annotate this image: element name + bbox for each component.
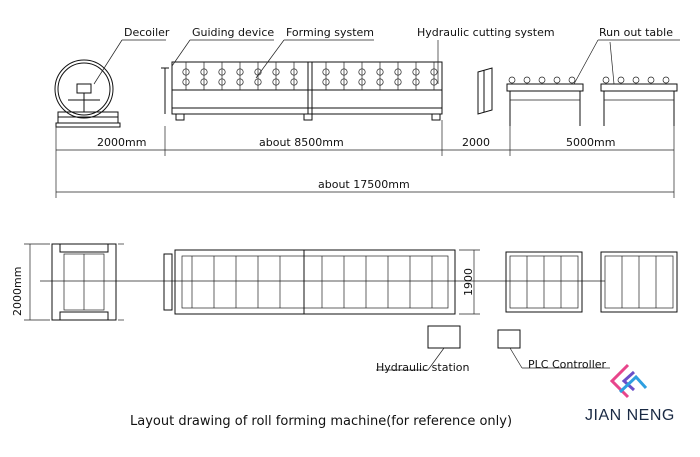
dim-width: 2000mm [11,267,24,316]
table-roller [617,76,625,84]
roller-top [376,68,384,76]
dim-decoiler: 2000mm [97,136,146,149]
brand-name: JIAN NENG [585,407,675,424]
brand-logo-mark [609,363,648,399]
dim-total: about 17500mm [318,178,410,191]
roller-bottom [254,78,262,86]
machine-feet [175,113,441,121]
cutting-system-label: Hydraulic cutting system [417,26,555,39]
table-roller [662,76,670,84]
drawing-caption: Layout drawing of roll forming machine(f… [130,414,512,429]
dimension-lines [55,120,675,198]
roller-bottom [430,78,438,86]
guiding-device-elevation [161,67,169,114]
roller-bottom [412,78,420,86]
plc-controller [497,329,610,369]
run-out-table-2-plan [600,251,678,313]
forming-machine-elevation [171,61,443,121]
dim-inner-width: 1900 [462,268,475,296]
roller-bottom [358,78,366,86]
label-leaders [93,39,680,85]
dim-cutter: 2000 [462,136,490,149]
guiding-device-label: Guiding device [192,26,274,39]
decoiler-label: Decoiler [124,26,170,39]
roller-bottom [394,78,402,86]
roller-bottom [290,78,298,86]
roller-top [430,68,438,76]
roller-bottom [200,78,208,86]
decoiler-elevation [54,59,121,128]
roller-top [322,68,330,76]
table-roller [553,76,561,84]
decoiler-plan [24,243,124,321]
table-roller [647,76,655,84]
roller-top [236,68,244,76]
hydraulic-cutter-elevation [477,67,493,115]
roller-top [358,68,366,76]
roller-bottom [322,78,330,86]
roller-top [412,68,420,76]
roller-top [394,68,402,76]
roller-bottom [340,78,348,86]
hydraulic-station [376,325,461,371]
roller-top [218,68,226,76]
roller-top [182,68,190,76]
roller-bottom [236,78,244,86]
roller-bottom [376,78,384,86]
forming-rollers [182,62,438,90]
run-out-table-1-elevation [506,76,584,126]
run-out-table-label: Run out table [599,26,673,39]
roller-top [290,68,298,76]
dim-forming: about 8500mm [259,136,344,149]
table-roller [508,76,516,84]
table-roller [568,76,576,84]
roller-bottom [272,78,280,86]
roller-bottom [218,78,226,86]
hydraulic-station-label: Hydraulic station [376,361,470,374]
forming-stands-plan [191,256,433,308]
roller-top [340,68,348,76]
table-roller [632,76,640,84]
roller-bottom [182,78,190,86]
table-roller [602,76,610,84]
roller-top [272,68,280,76]
table-roller [523,76,531,84]
forming-system-label: Forming system [286,26,374,39]
dim-runout: 5000mm [566,136,615,149]
run-out-table-1-plan [505,251,583,313]
run-out-table-2-elevation [600,76,678,126]
table-roller [538,76,546,84]
plc-controller-label: PLC Controller [528,358,607,371]
forming-machine-plan [163,249,480,315]
roller-top [200,68,208,76]
